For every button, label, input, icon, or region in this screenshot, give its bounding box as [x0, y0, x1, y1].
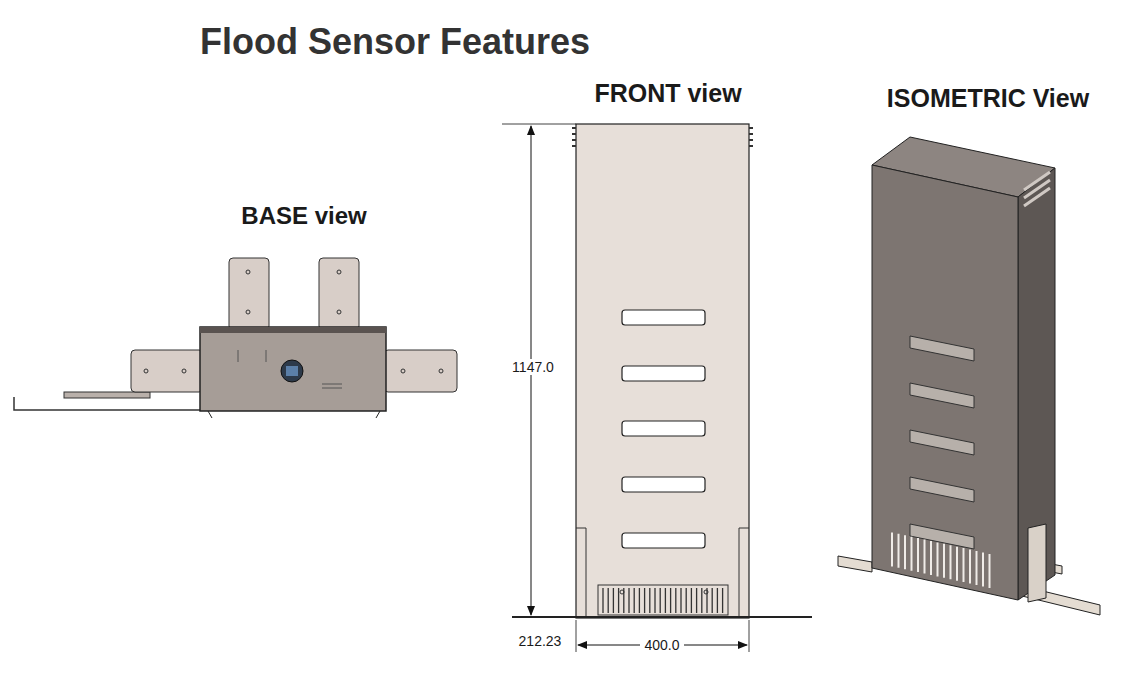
- view-heading: BASE view: [241, 202, 366, 230]
- page-title: Flood Sensor Features: [200, 21, 590, 63]
- isometric-view-drawing: [838, 137, 1100, 615]
- dimension-label: 1147.0: [508, 359, 558, 375]
- base-view-drawing: [14, 258, 457, 418]
- view-heading: ISOMETRIC View: [887, 84, 1089, 113]
- dimension-label: 212.23: [519, 633, 562, 649]
- dimension-label: 400.0: [640, 637, 683, 653]
- front-view-drawing: [502, 124, 812, 652]
- view-heading: FRONT view: [594, 79, 741, 108]
